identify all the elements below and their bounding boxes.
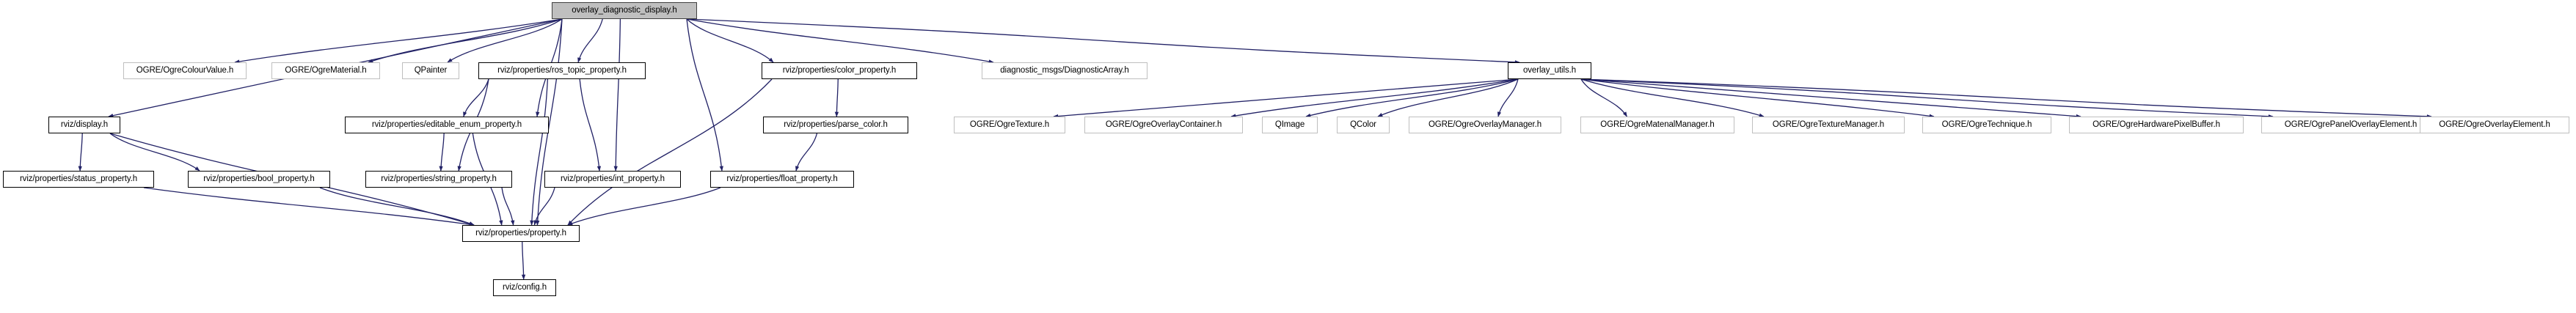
graph-node-label: rviz/properties/ros_topic_property.h [497, 65, 627, 75]
graph-node-label: OGRE/OgreOverlayContainer.h [1105, 119, 1222, 129]
graph-edge-root-to-qpainter [447, 18, 563, 63]
graph-node-ros_topic[interactable]: rviz/properties/ros_topic_property.h [478, 62, 646, 79]
graph-node-overlaymanager[interactable]: OGRE/OgreOverlayManager.h [1409, 117, 1561, 133]
graph-node-status_property[interactable]: rviz/properties/status_property.h [3, 171, 154, 188]
graph-node-label: overlay_utils.h [1522, 65, 1576, 75]
graph-node-texturemanager[interactable]: OGRE/OgreTextureManager.h [1752, 117, 1905, 133]
graph-edge-color_property-to-property [567, 78, 773, 226]
graph-node-label: rviz/properties/float_property.h [726, 174, 838, 183]
graph-node-label: rviz/properties/editable_enum_property.h [371, 119, 522, 129]
graph-edge-display-to-status_property [78, 133, 83, 172]
graph-edge-overlay_utils-to-paneloverlay [1580, 78, 2274, 119]
graph-node-string_property[interactable]: rviz/properties/string_property.h [365, 171, 512, 188]
graph-edge-status_property-to-property [143, 187, 475, 227]
graph-edge-overlay_utils-to-overlayelement [1580, 78, 2432, 119]
graph-node-bool_property[interactable]: rviz/properties/bool_property.h [188, 171, 330, 188]
graph-edge-overlay_utils-to-hardwarepixel [1580, 78, 2081, 119]
graph-node-diagnosticarray[interactable]: diagnostic_msgs/DiagnosticArray.h [982, 62, 1147, 79]
graph-node-label: rviz/properties/string_property.h [381, 174, 497, 183]
graph-node-label: QColor [1350, 119, 1376, 129]
graph-node-label: rviz/properties/bool_property.h [203, 174, 315, 183]
graph-edge-bool_property-to-property [319, 187, 475, 226]
graph-edge-editable_enum-to-string_property [439, 133, 445, 172]
graph-edge-overlay_utils-to-qcolor [1377, 78, 1519, 117]
graph-node-display[interactable]: rviz/display.h [48, 117, 120, 133]
graph-edge-property-to-config [521, 241, 526, 280]
graph-node-property[interactable]: rviz/properties/property.h [462, 225, 580, 242]
graph-node-label: OGRE/OgreTechnique.h [1941, 119, 2032, 129]
graph-node-label: rviz/properties/property.h [475, 228, 566, 237]
graph-node-label: OGRE/OgreMatenalManager.h [1600, 119, 1715, 129]
graph-node-colourvalue[interactable]: OGRE/OgreColourValue.h [123, 62, 247, 79]
graph-node-label: OGRE/OgreTextureManager.h [1772, 119, 1885, 129]
graph-node-label: OGRE/OgreOverlayManager.h [1428, 119, 1542, 129]
graph-node-parse_color[interactable]: rviz/properties/parse_color.h [763, 117, 908, 133]
graph-node-ogretexture[interactable]: OGRE/OgreTexture.h [954, 117, 1065, 133]
graph-node-label: OGRE/OgrePanelOverlayElement.h [2284, 119, 2418, 129]
graph-node-label: rviz/properties/status_property.h [19, 174, 138, 183]
graph-node-label: rviz/display.h [60, 119, 109, 129]
graph-node-label: diagnostic_msgs/DiagnosticArray.h [1000, 65, 1129, 75]
graph-node-technique[interactable]: OGRE/OgreTechnique.h [1922, 117, 2051, 133]
graph-edge-overlay_utils-to-materialmanager [1580, 78, 1627, 117]
graph-edge-ros_topic-to-int_property [579, 78, 602, 172]
graph-node-root[interactable]: overlay_diagnostic_display.h [552, 2, 697, 19]
graph-node-label: rviz/properties/int_property.h [561, 174, 665, 183]
graph-node-float_property[interactable]: rviz/properties/float_property.h [710, 171, 854, 188]
graph-edge-root-to-overlay_utils [686, 18, 1520, 65]
graph-edge-color_property-to-parse_color [834, 78, 839, 117]
graph-node-editable_enum[interactable]: rviz/properties/editable_enum_property.h [345, 117, 549, 133]
graph-node-label: OGRE/OgreMaterial.h [285, 65, 367, 75]
graph-node-qimage[interactable]: QImage [1262, 117, 1318, 133]
graph-edge-overlay_utils-to-texturemanager [1580, 78, 1765, 117]
graph-edge-overlay_utils-to-technique [1580, 78, 1935, 118]
graph-edge-root-to-ros_topic [577, 18, 603, 63]
graph-edge-ros_topic-to-editable_enum [463, 78, 489, 117]
graph-node-qcolor[interactable]: QColor [1337, 117, 1390, 133]
graph-edge-root-to-float_property [686, 18, 723, 172]
graph-node-config[interactable]: rviz/config.h [493, 279, 556, 296]
graph-node-overlayelement[interactable]: OGRE/OgreOverlayElement.h [2420, 117, 2569, 133]
graph-node-paneloverlay[interactable]: OGRE/OgrePanelOverlayElement.h [2261, 117, 2440, 133]
graph-node-label: rviz/config.h [502, 282, 547, 292]
graph-node-ogrematerial[interactable]: OGRE/OgreMaterial.h [271, 62, 380, 79]
graph-node-label: OGRE/OgreOverlayElement.h [2439, 119, 2550, 129]
graph-edge-root-to-int_property [613, 18, 621, 172]
graph-node-label: QPainter [414, 65, 448, 75]
graph-node-label: overlay_diagnostic_display.h [572, 5, 677, 15]
graph-edge-overlay_utils-to-overlaycontainer [1230, 78, 1519, 118]
graph-node-label: rviz/properties/color_property.h [782, 65, 897, 75]
graph-edge-float_property-to-property [567, 187, 721, 226]
graph-edge-root-to-color_property [686, 18, 774, 63]
graph-edge-root-to-diagnosticarray [686, 18, 994, 64]
graph-node-label: rviz/properties/parse_color.h [784, 119, 888, 129]
graph-node-materialmanager[interactable]: OGRE/OgreMatenalManager.h [1580, 117, 1734, 133]
graph-node-label: OGRE/OgreTexture.h [969, 119, 1050, 129]
graph-node-overlaycontainer[interactable]: OGRE/OgreOverlayContainer.h [1084, 117, 1243, 133]
graph-node-color_property[interactable]: rviz/properties/color_property.h [762, 62, 917, 79]
graph-node-int_property[interactable]: rviz/properties/int_property.h [544, 171, 681, 188]
graph-edge-parse_color-to-float_property [795, 133, 818, 172]
graph-node-hardwarepixel[interactable]: OGRE/OgreHardwarePixelBuffer.h [2069, 117, 2244, 133]
graph-edge-overlay_utils-to-ogretexture [1053, 78, 1519, 119]
graph-edge-root-to-colourvalue [234, 18, 563, 64]
graph-edge-display-to-bool_property [109, 133, 200, 172]
graph-edge-overlay_utils-to-overlaymanager [1497, 78, 1519, 117]
graph-node-label: QImage [1274, 119, 1305, 129]
graph-node-qpainter[interactable]: QPainter [402, 62, 459, 79]
graph-edge-overlay_utils-to-qimage [1305, 78, 1519, 118]
graph-edge-int_property-to-property [533, 187, 555, 226]
graph-node-overlay_utils[interactable]: overlay_utils.h [1508, 62, 1591, 79]
graph-edge-ros_topic-to-property [530, 78, 549, 226]
graph-edge-string_property-to-property [501, 187, 515, 226]
graph-node-label: OGRE/OgreColourValue.h [136, 65, 234, 75]
graph-node-label: OGRE/OgreHardwarePixelBuffer.h [2092, 119, 2220, 129]
graph-edge-root-to-ogrematerial [368, 18, 563, 63]
